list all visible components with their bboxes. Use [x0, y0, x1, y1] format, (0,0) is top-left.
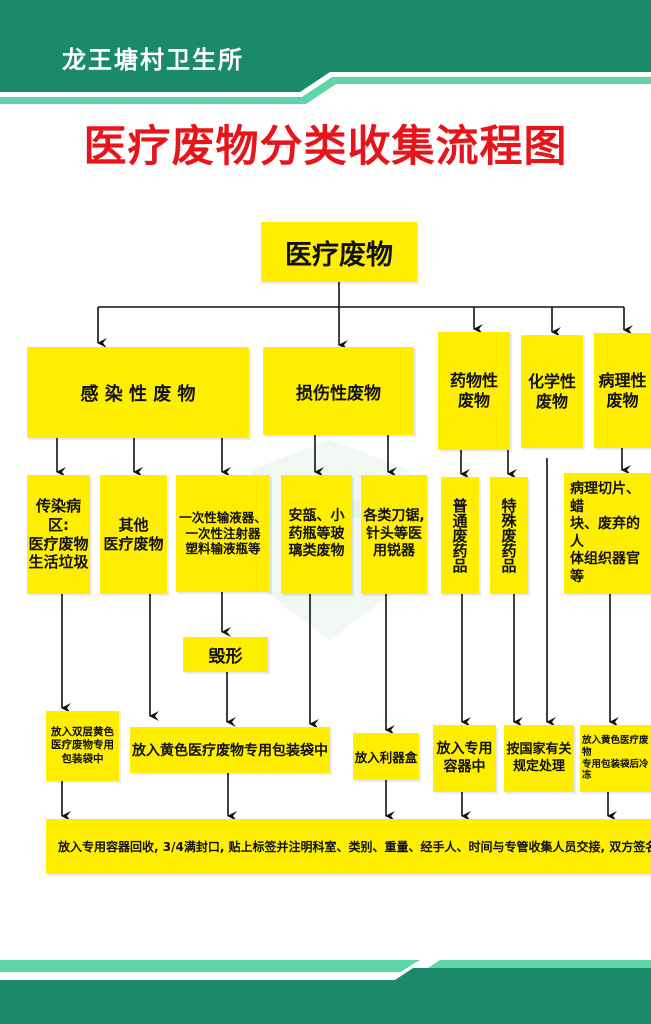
- category-label: 病理性 废物: [598, 370, 647, 410]
- subtype-glass: 安瓿、小 药瓶等玻 璃类废物: [281, 475, 352, 594]
- subtype-label: 安瓿、小 药瓶等玻 璃类废物: [288, 508, 345, 560]
- final-step: 放入专用容器回收, 3/4满封口, 贴上标签并注明科室、类别、重量、经手人、时间…: [46, 819, 651, 874]
- handling-freeze: 放入黄色医疗废物 专用包装袋后冷冻: [580, 725, 651, 792]
- handling-label: 放入黄色医疗废物 专用包装袋后冷冻: [582, 734, 649, 782]
- subtype-label: 传染病区: 医疗废物 生活垃圾: [28, 497, 89, 572]
- handling-special-container: 放入专用 容器中: [433, 725, 496, 792]
- subtype-label: 病理切片、蜡 块、废弃的人 体组织器官等: [570, 481, 640, 585]
- subtype-pathology-tissue: 病理切片、蜡 块、废弃的人 体组织器官等: [564, 473, 651, 594]
- page-title: 医疗废物分类收集流程图: [83, 122, 568, 172]
- root-node: 医疗废物: [261, 222, 417, 282]
- category-label: 感 染 性 废 物: [80, 383, 196, 405]
- subtype-label: 普通废药品: [450, 498, 469, 573]
- handling-label: 放入利器盒: [354, 750, 418, 765]
- subtype-label: 其他 医疗废物: [103, 515, 164, 553]
- subtype-common-drugs: 普通废药品: [441, 477, 479, 594]
- destroy-step: 毁形: [183, 637, 268, 672]
- handling-yellow-bag: 放入黄色医疗废物专用包装袋中: [130, 727, 330, 773]
- category-chemical: 化学性 废物: [521, 335, 583, 448]
- subtype-sharps: 各类刀锯, 针头等医 用锐器: [361, 475, 427, 594]
- category-label: 化学性 废物: [527, 371, 576, 411]
- category-infectious: 感 染 性 废 物: [27, 347, 249, 438]
- handling-label: 放入黄色医疗废物专用包装袋中: [132, 743, 328, 759]
- category-label: 药物性 废物: [449, 371, 498, 410]
- subtype-contagious-ward: 传染病区: 医疗废物 生活垃圾: [27, 475, 90, 594]
- handling-label: 放入专用 容器中: [436, 741, 493, 775]
- final-label: 放入专用容器回收, 3/4满封口, 贴上标签并注明科室、类别、重量、经手人、时间…: [58, 840, 651, 854]
- category-pharmaceutical: 药物性 废物: [438, 332, 510, 450]
- handling-sharps-box: 放入利器盒: [353, 733, 419, 780]
- category-pathological: 病理性 废物: [594, 333, 651, 448]
- subtype-special-drugs: 特殊废药品: [490, 477, 528, 594]
- bottom-banner: [0, 960, 651, 1024]
- subtype-label: 一次性输液器、 一次性注射器 塑料输液瓶等: [179, 510, 267, 557]
- category-label: 损伤性废物: [296, 383, 381, 404]
- subtype-label: 各类刀锯, 针头等医 用锐器: [363, 508, 425, 560]
- handling-label: 放入双层黄色 医疗废物专用 包装袋中: [51, 726, 114, 765]
- root-label: 医疗废物: [285, 239, 393, 271]
- handling-national-rules: 按国家有关 规定处理: [504, 725, 574, 792]
- top-banner: [0, 0, 651, 116]
- handling-double-bag: 放入双层黄色 医疗废物专用 包装袋中: [46, 711, 119, 781]
- subtype-other-medical: 其他 医疗废物: [100, 475, 167, 594]
- destroy-label: 毁形: [208, 647, 243, 667]
- subtype-disposables: 一次性输液器、 一次性注射器 塑料输液瓶等: [176, 475, 270, 592]
- subtype-label: 特殊废药品: [499, 498, 518, 573]
- category-injurious: 损伤性废物: [263, 347, 414, 435]
- handling-label: 按国家有关 规定处理: [506, 742, 572, 774]
- clinic-name: 龙王塘村卫生所: [62, 46, 244, 74]
